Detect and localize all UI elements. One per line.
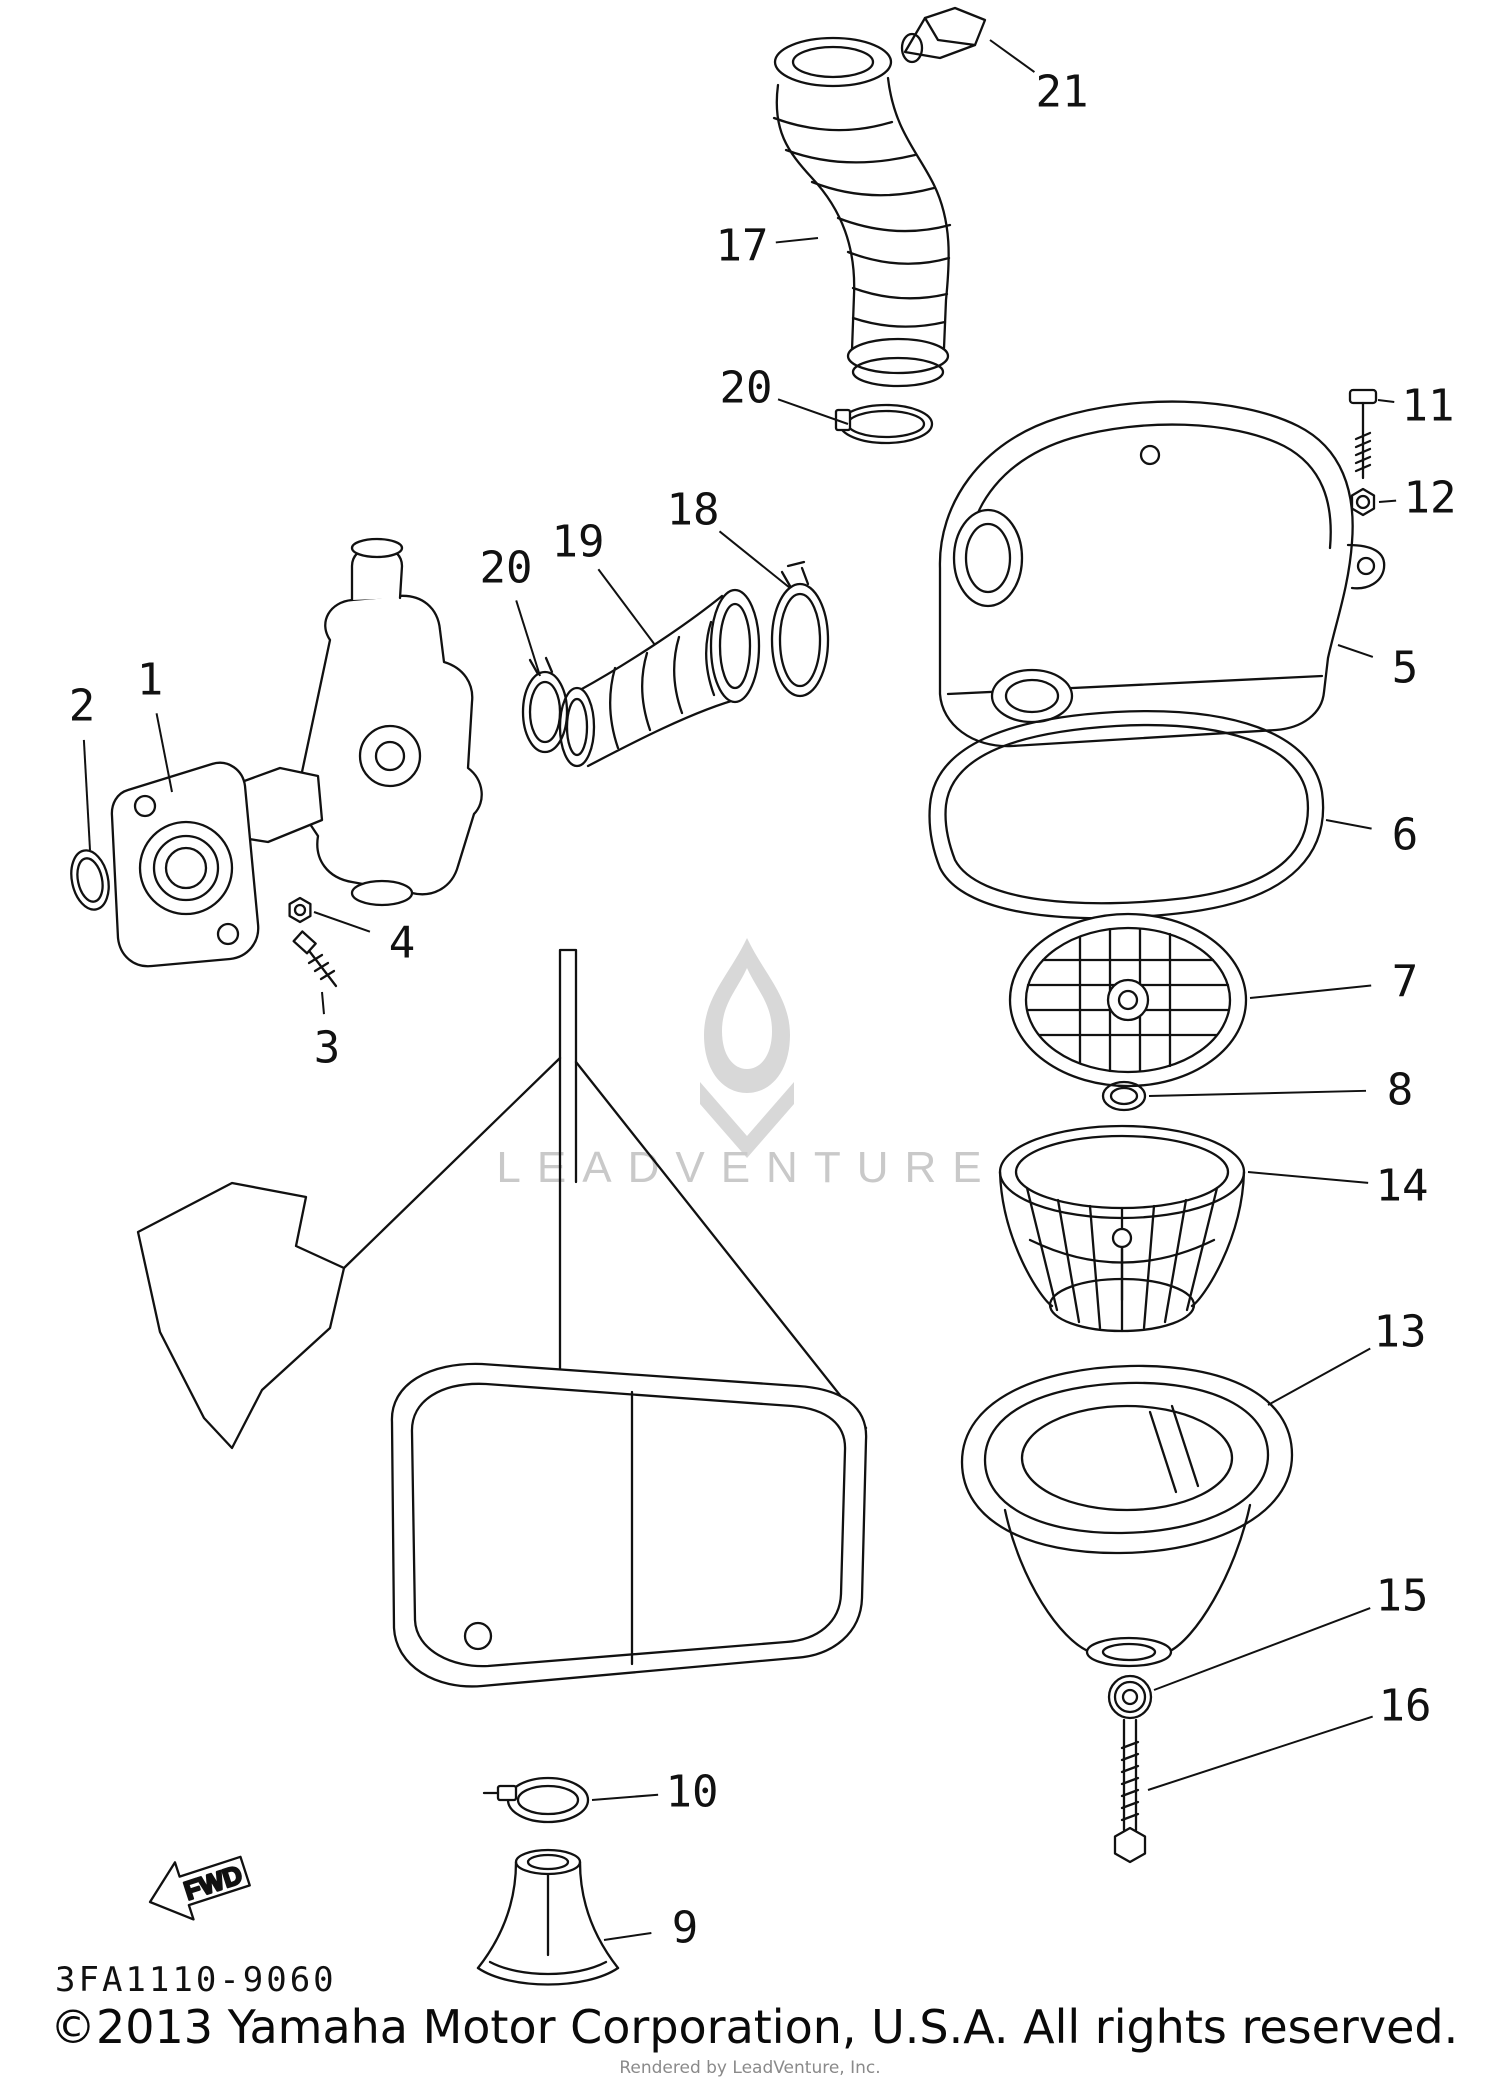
callout-leader-15 — [1153, 1607, 1371, 1691]
clamp-20a-art — [834, 403, 934, 445]
fwd-arrow: FWD — [148, 1855, 251, 1921]
nut-4-art — [288, 896, 312, 924]
bolt-16-art — [1113, 1718, 1147, 1864]
callout-20: 20 — [720, 363, 773, 414]
callout-leader-3 — [321, 991, 325, 1015]
callout-7: 7 — [1392, 957, 1419, 1008]
callout-3: 3 — [314, 1023, 341, 1074]
callout-2: 2 — [69, 681, 96, 732]
callout-leader-10 — [591, 1793, 659, 1801]
o-ring-2-art — [70, 849, 110, 911]
callout-21: 21 — [1036, 67, 1089, 118]
bolt-11-art — [1348, 388, 1378, 480]
callout-11: 11 — [1402, 381, 1455, 432]
callout-leader-21 — [989, 39, 1036, 73]
o-ring-8-art — [1101, 1080, 1147, 1112]
callout-leader-19 — [597, 568, 656, 646]
callout-leader-20 — [515, 600, 541, 677]
clamp-20b-art — [521, 656, 569, 754]
callout-leader-4 — [313, 911, 371, 933]
callout-9: 9 — [672, 1903, 699, 1954]
fwd-label: FWD — [180, 1859, 246, 1906]
manifold-joint-art — [110, 761, 324, 968]
clamp-10-art — [482, 1776, 590, 1824]
leadventure-watermark: LEADVENTURE — [496, 938, 997, 1192]
callout-leader-1 — [155, 713, 173, 793]
callout-leader-6 — [1325, 819, 1372, 830]
callout-14: 14 — [1376, 1161, 1429, 1212]
callout-leader-7 — [1249, 984, 1372, 999]
callout-leader-16 — [1147, 1715, 1373, 1791]
joint-19-art — [558, 588, 761, 768]
duct-9-art — [476, 1848, 620, 1986]
element-cover-7-art — [1008, 912, 1248, 1088]
callout-leader-11 — [1377, 399, 1395, 403]
callout-leader-12 — [1378, 499, 1397, 503]
callout-leader-14 — [1247, 1171, 1369, 1184]
frame-panel-art — [136, 948, 868, 1688]
clamp-18-art — [770, 560, 830, 698]
chevron-v-icon — [700, 1082, 794, 1158]
callout-16: 16 — [1379, 1681, 1432, 1732]
callout-15: 15 — [1376, 1571, 1429, 1622]
callout-19: 19 — [552, 517, 605, 568]
callout-leader-8 — [1148, 1089, 1367, 1097]
callout-20: 20 — [480, 543, 533, 594]
nut-12-art — [1350, 487, 1376, 517]
carburetor-art — [293, 537, 483, 907]
gasket-6-art — [928, 710, 1325, 920]
callout-18: 18 — [667, 485, 720, 536]
callout-leader-5 — [1337, 644, 1374, 658]
cap-21-art — [900, 6, 987, 64]
case-cap-5-art — [938, 400, 1386, 748]
callout-1: 1 — [137, 655, 164, 706]
callout-17: 17 — [716, 221, 769, 272]
callout-4: 4 — [389, 918, 416, 969]
watermark-text: LEADVENTURE — [496, 1143, 997, 1192]
callout-12: 12 — [1404, 473, 1457, 524]
callout-leader-13 — [1267, 1347, 1371, 1406]
callout-leader-9 — [603, 1931, 652, 1941]
fwd-arrow-shape — [148, 1855, 251, 1921]
air-duct-17-art — [772, 36, 952, 388]
callout-leader-18 — [718, 530, 791, 589]
rendered-by-text: Rendered by LeadVenture, Inc. — [619, 2058, 881, 2078]
case-bottom-13-art — [960, 1364, 1294, 1668]
callout-8: 8 — [1387, 1065, 1414, 1116]
diagram-part-code: 3FA1110-9060 — [55, 1960, 337, 2000]
callout-leader-2 — [82, 739, 91, 851]
filter-element-14-art — [998, 1124, 1246, 1333]
washer-15-art — [1107, 1674, 1153, 1720]
callout-5: 5 — [1392, 643, 1419, 694]
bolt-3-art — [292, 930, 338, 988]
callout-10: 10 — [666, 1767, 719, 1818]
callout-6: 6 — [1392, 810, 1419, 861]
callout-leader-20 — [777, 398, 849, 425]
copyright-text: ©2013 Yamaha Motor Corporation, U.S.A. A… — [50, 2000, 1459, 2054]
callout-leader-17 — [775, 237, 819, 244]
callout-13: 13 — [1374, 1307, 1427, 1358]
